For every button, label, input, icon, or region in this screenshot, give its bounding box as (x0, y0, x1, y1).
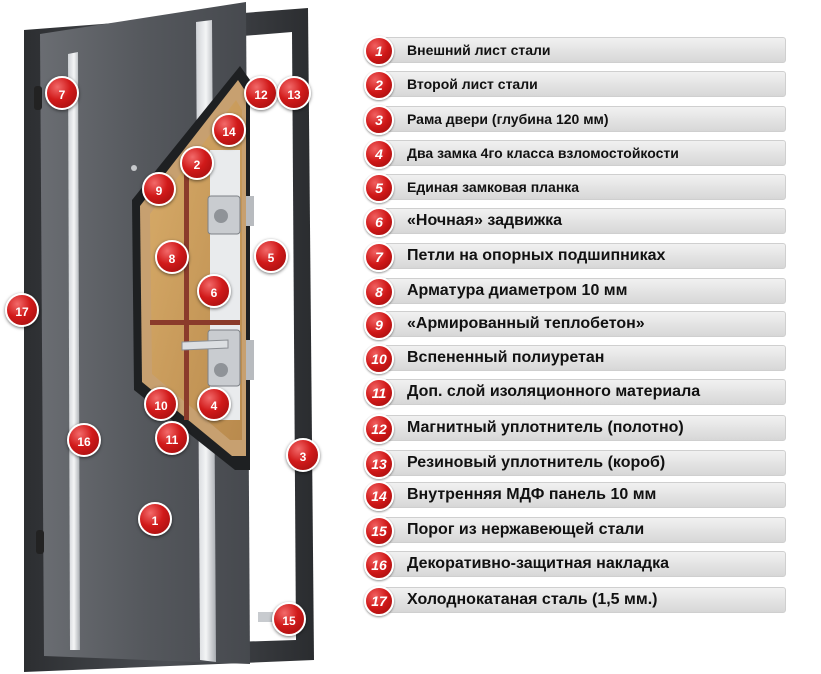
marker-2: 2 (180, 146, 214, 180)
legend-bar (384, 551, 786, 577)
hinge-bottom (36, 530, 44, 554)
legend-bar (384, 208, 786, 234)
legend-bar (384, 106, 786, 132)
legend-bar (384, 517, 786, 543)
legend-number: 17 (364, 586, 394, 616)
legend-label: Вспененный полиуретан (407, 349, 605, 366)
legend-number: 14 (364, 481, 394, 511)
legend-item-3: 3 Рама двери (глубина 120 мм) (364, 105, 786, 135)
marker-7: 7 (45, 76, 79, 110)
legend-label: Магнитный уплотнитель (полотно) (407, 419, 684, 436)
legend-item-8: 8 Арматура диаметром 10 мм (364, 277, 786, 307)
legend-number: 8 (364, 277, 394, 307)
legend-item-10: 10 Вспененный полиуретан (364, 344, 786, 374)
legend-label: Арматура диаметром 10 мм (407, 282, 628, 299)
legend-bar (384, 587, 786, 613)
legend-number: 9 (364, 310, 394, 340)
legend-bar (384, 311, 786, 337)
legend-bar (384, 482, 786, 508)
door-illustration (24, 2, 314, 672)
legend-label: Второй лист стали (407, 76, 538, 92)
legend-item-6: 6 «Ночная» задвижка (364, 207, 786, 237)
legend-item-2: 2 Второй лист стали (364, 70, 786, 100)
upper-lock-cylinder (214, 209, 228, 223)
legend-label: Доп. слой изоляционного материала (407, 383, 701, 400)
legend-bar (384, 278, 786, 304)
legend-label: Декоративно-защитная накладка (407, 555, 670, 572)
legend-label: Внешний лист стали (407, 42, 551, 58)
legend-bar (384, 140, 786, 166)
marker-10: 10 (144, 387, 178, 421)
legend-bar (384, 243, 786, 269)
legend-label: Рама двери (глубина 120 мм) (407, 111, 609, 127)
legend-label: «Армированный теплобетон» (407, 315, 645, 332)
legend-item-7: 7 Петли на опорных подшипниках (364, 242, 786, 272)
legend-label: Единая замковая планка (407, 179, 580, 195)
marker-3: 3 (286, 438, 320, 472)
marker-15: 15 (272, 602, 306, 636)
marker-1: 1 (138, 502, 172, 536)
legend-number: 11 (364, 378, 394, 408)
decor-strip-left (68, 52, 80, 650)
legend-number: 3 (364, 105, 394, 135)
legend-bar (384, 71, 786, 97)
rebar-vertical (184, 170, 189, 420)
legend-label: Внутренняя МДФ панель 10 мм (407, 486, 657, 503)
legend-number: 7 (364, 242, 394, 272)
legend-number: 10 (364, 344, 394, 374)
marker-12: 12 (244, 76, 278, 110)
legend-number: 6 (364, 207, 394, 237)
legend-label: Два замка 4го класса взломостойкости (407, 145, 679, 161)
door-handle (181, 339, 229, 351)
rebar-horizontal (150, 320, 240, 325)
legend-item-12: 12 Магнитный уплотнитель (полотно) (364, 414, 786, 444)
legend-number: 2 (364, 70, 394, 100)
legend-label: Холоднокатаная сталь (1,5 мм.) (407, 591, 658, 608)
legend-item-11: 11 Доп. слой изоляционного материала (364, 378, 786, 408)
legend-bar (384, 379, 786, 405)
marker-9: 9 (142, 172, 176, 206)
legend-item-5: 5 Единая замковая планка (364, 173, 786, 203)
legend-item-9: 9 «Армированный теплобетон» (364, 310, 786, 340)
legend-item-13: 13 Резиновый уплотнитель (короб) (364, 449, 786, 479)
marker-6: 6 (197, 274, 231, 308)
legend-label: Резиновый уплотнитель (короб) (407, 454, 666, 471)
legend-bar (384, 174, 786, 200)
marker-14: 14 (212, 113, 246, 147)
legend-label: Петли на опорных подшипниках (407, 247, 666, 264)
legend-number: 15 (364, 516, 394, 546)
lock-bolts-upper (246, 196, 254, 226)
marker-5: 5 (254, 239, 288, 273)
lower-lock-cylinder (214, 363, 228, 377)
legend-item-15: 15 Порог из нержавеющей стали (364, 516, 786, 546)
marker-16: 16 (67, 423, 101, 457)
hinge-top (34, 86, 42, 110)
legend-item-4: 4 Два замка 4го класса взломостойкости (364, 139, 786, 169)
legend-number: 4 (364, 139, 394, 169)
legend-item-14: 14 Внутренняя МДФ панель 10 мм (364, 481, 786, 511)
legend-number: 16 (364, 550, 394, 580)
lower-lock (207, 329, 241, 387)
lock-bolts-lower (246, 340, 254, 380)
peephole (131, 165, 137, 171)
legend-number: 1 (364, 36, 394, 66)
legend-label: Порог из нержавеющей стали (407, 521, 645, 538)
marker-8: 8 (155, 240, 189, 274)
legend-label: «Ночная» задвижка (407, 212, 563, 229)
legend-bar (384, 345, 786, 371)
legend-item-1: 1 Внешний лист стали (364, 36, 786, 66)
marker-11: 11 (155, 421, 189, 455)
marker-17: 17 (5, 293, 39, 327)
marker-13: 13 (277, 76, 311, 110)
legend-bar (384, 415, 786, 441)
marker-4: 4 (197, 387, 231, 421)
legend-item-16: 16 Декоративно-защитная накладка (364, 550, 786, 580)
legend-number: 12 (364, 414, 394, 444)
legend-bar (384, 450, 786, 476)
legend-number: 5 (364, 173, 394, 203)
legend-number: 13 (364, 449, 394, 479)
legend-item-17: 17 Холоднокатаная сталь (1,5 мм.) (364, 586, 786, 616)
